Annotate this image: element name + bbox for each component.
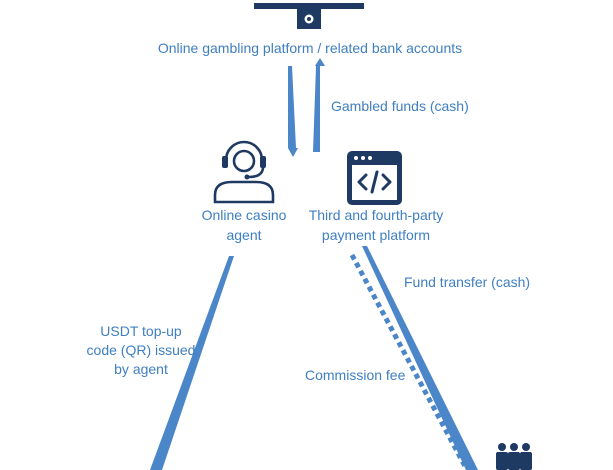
arrow-fund-transfer [362, 246, 478, 470]
top-node-label: Online gambling platform / related bank … [157, 40, 463, 56]
monitor-icon [254, 3, 364, 29]
gambled-funds-label: Gambled funds (cash) [331, 98, 469, 114]
arrow-commission-fee [349, 253, 469, 470]
headset-agent-icon [213, 140, 275, 204]
agent-label-line1: Online casino [201, 207, 287, 223]
usdt-label-line1: USDT top-up [100, 323, 182, 339]
arrow-gambled-funds [313, 58, 325, 152]
arrow-to-top-node [288, 66, 298, 157]
commission-fee-label: Commission fee [305, 367, 406, 383]
code-window-icon [347, 151, 402, 205]
agent-label-line2: agent [226, 227, 262, 243]
arrow-usdt-code [150, 256, 234, 470]
platform-label-line2: payment platform [321, 227, 431, 243]
platform-label-line1: Third and fourth-party [308, 207, 444, 223]
usdt-label-line2: code (QR) issued [86, 342, 196, 358]
fund-transfer-label: Fund transfer (cash) [404, 274, 531, 290]
people-group-icon [496, 443, 532, 470]
usdt-label-line3: by agent [114, 361, 168, 377]
